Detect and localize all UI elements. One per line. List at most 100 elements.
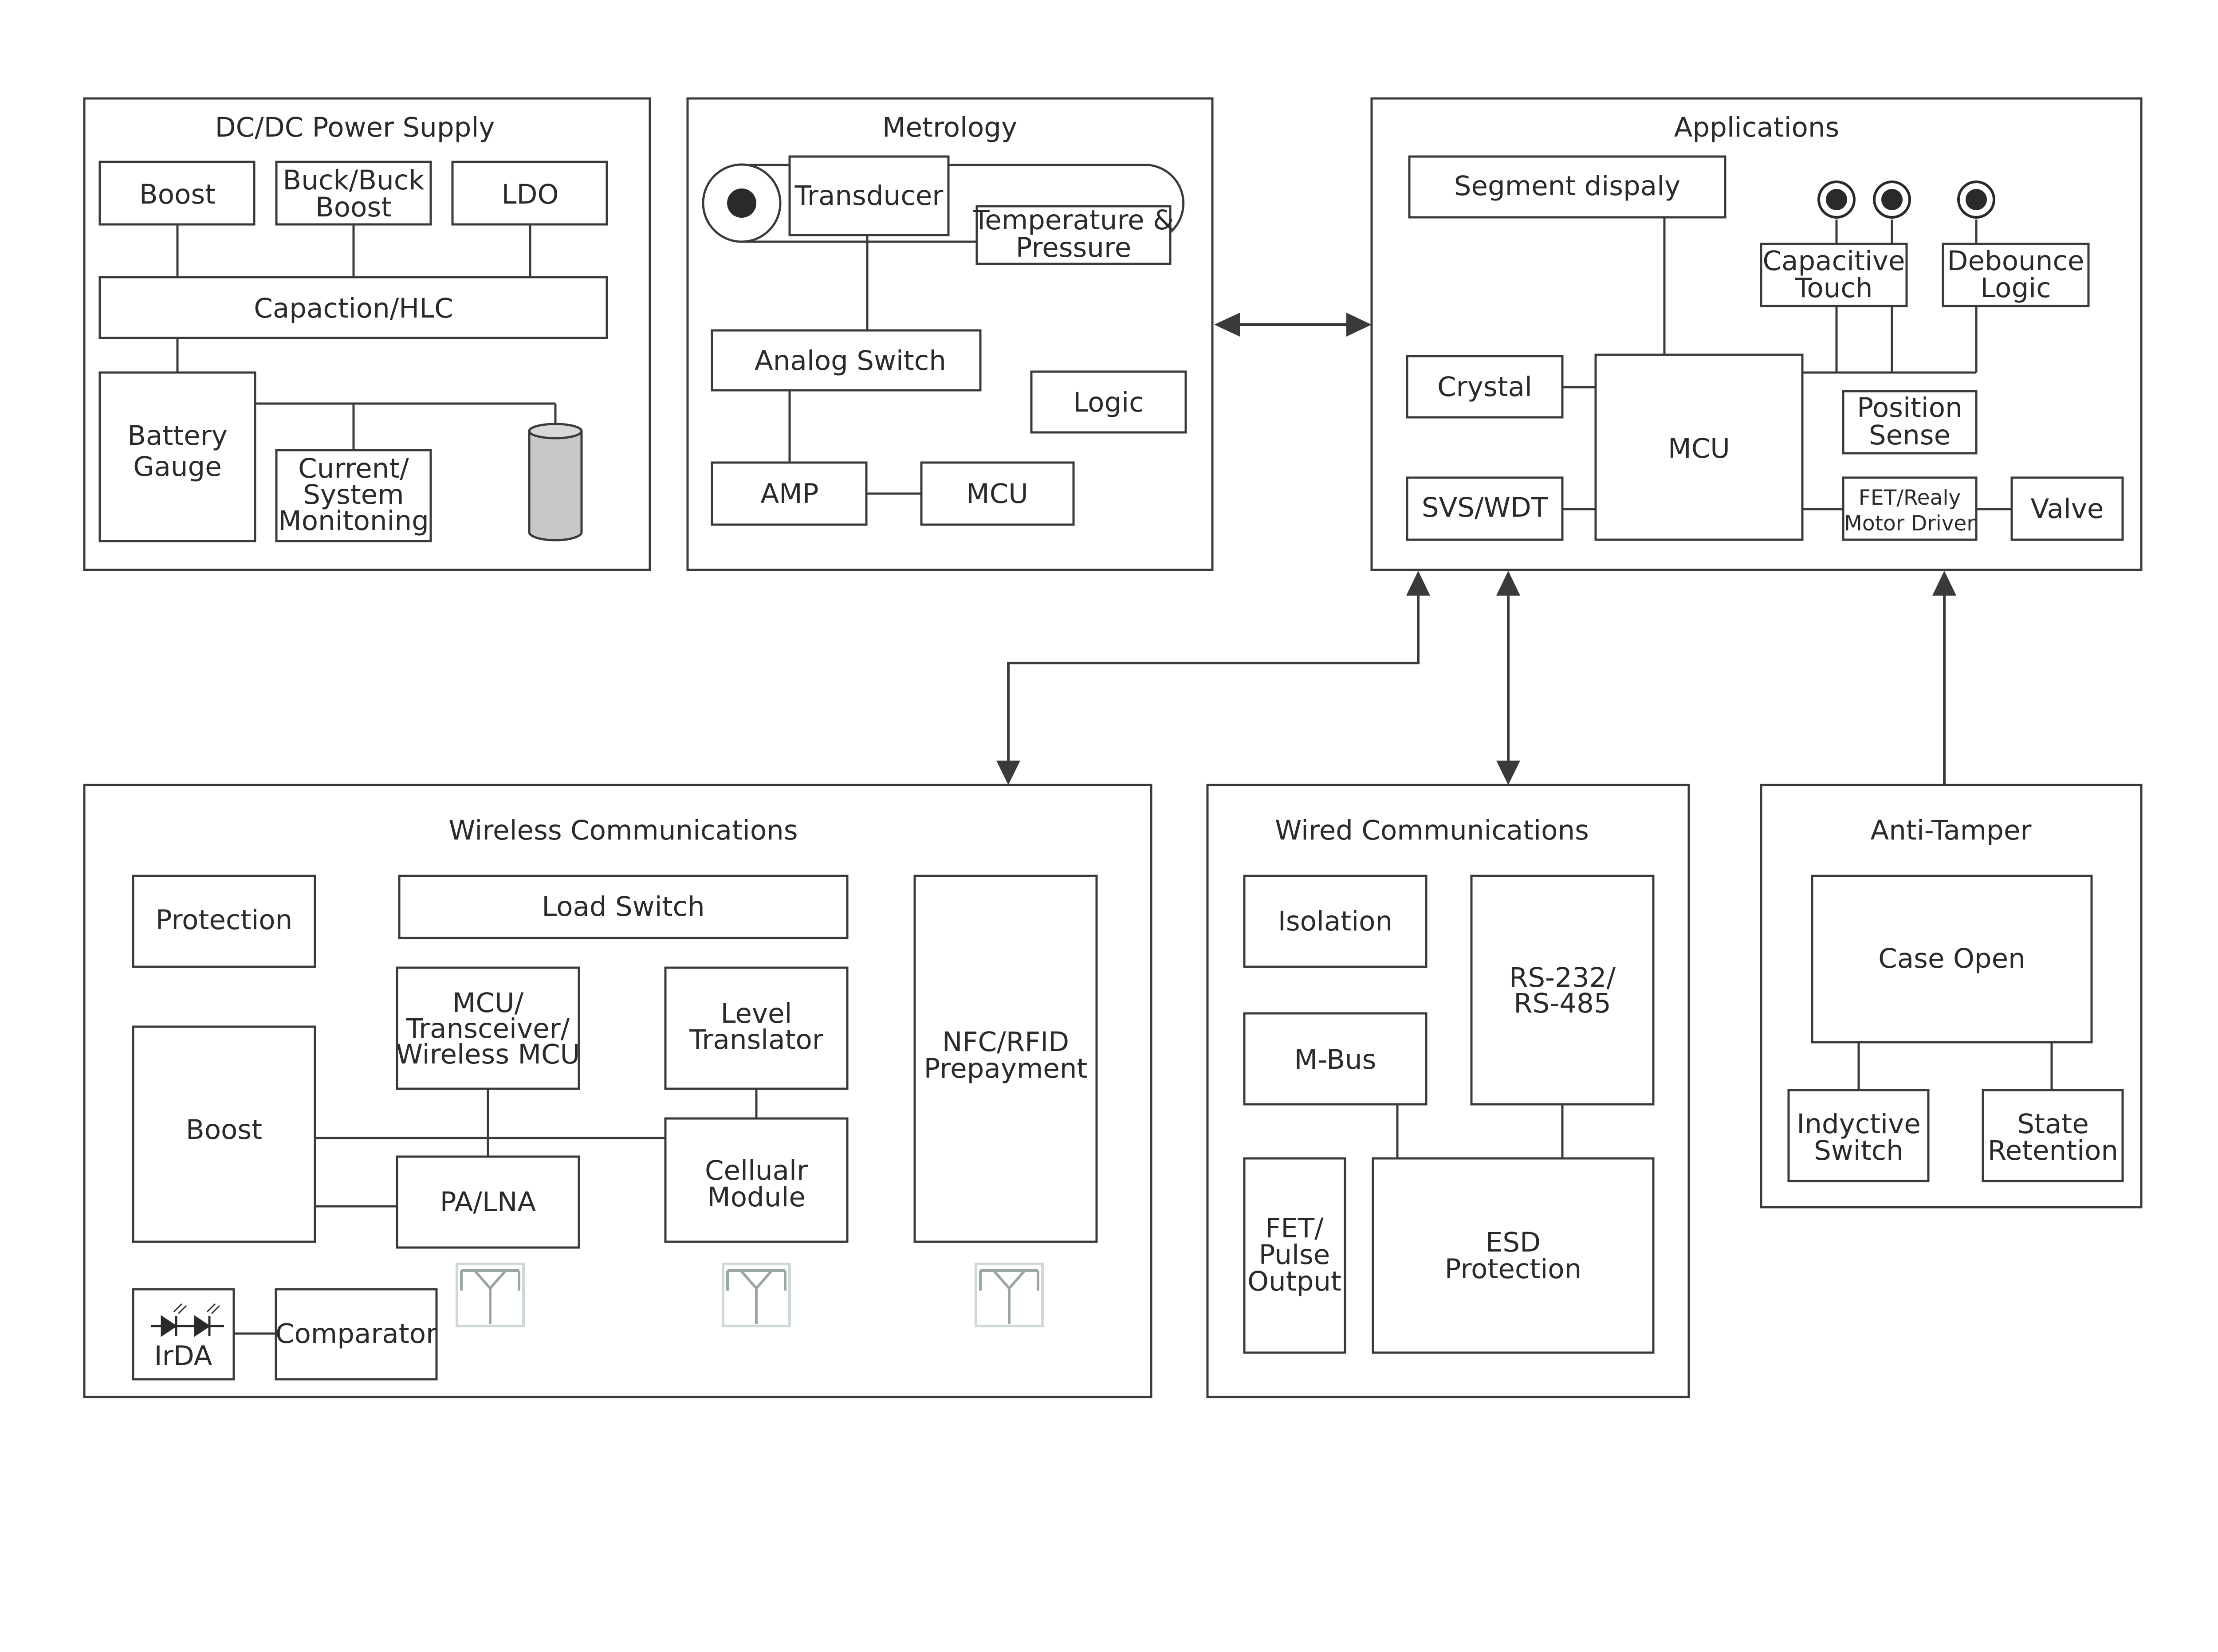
svg-text:Capaction/HLC: Capaction/HLC <box>254 293 453 324</box>
svg-text:Boost: Boost <box>186 1114 262 1146</box>
panel-title: Wired Communications <box>1275 815 1589 846</box>
svg-text:Transducer: Transducer <box>794 180 944 212</box>
battery-icon <box>528 423 583 542</box>
connector-applications-wired <box>1496 571 1520 785</box>
block-inductive-switch: Indyctive Switch <box>1787 1089 1930 1182</box>
block-nfc-rfid-prepayment: NFC/RFID Prepayment <box>913 875 1098 1243</box>
block-capaction-hlc: Capaction/HLC <box>98 276 608 339</box>
svg-text:Protection: Protection <box>1445 1253 1582 1285</box>
svg-text:Retention: Retention <box>1988 1135 2118 1166</box>
block-current-system-monitoring: Current/ System Monitoning <box>275 449 432 542</box>
svg-text:Translator: Translator <box>689 1024 824 1056</box>
block-temperature-pressure: Temperature & Pressure <box>972 204 1174 265</box>
svg-text:Cellualr: Cellualr <box>705 1155 808 1186</box>
svg-text:MCU: MCU <box>1668 433 1730 464</box>
block-ldo: LDO <box>451 161 608 226</box>
svg-text:Module: Module <box>707 1181 806 1213</box>
block-pa-lna: PA/LNA <box>396 1155 580 1249</box>
svg-text:Segment dispaly: Segment dispaly <box>1454 170 1681 202</box>
svg-text:Indyctive: Indyctive <box>1797 1108 1921 1140</box>
svg-text:Wireless MCU: Wireless MCU <box>396 1039 580 1070</box>
block-svs-wdt: SVS/WDT <box>1406 476 1564 541</box>
svg-text:Capacitive: Capacitive <box>1762 245 1905 277</box>
svg-text:AMP: AMP <box>760 478 818 510</box>
panel-title: Anti-Tamper <box>1871 815 2032 846</box>
touch-button-icon <box>1873 181 1911 219</box>
svg-text:Isolation: Isolation <box>1278 906 1392 937</box>
block-boost: Boost <box>98 161 256 226</box>
block-battery-gauge: Battery Gauge <box>98 371 256 542</box>
antenna-icon <box>975 1263 1044 1327</box>
svg-text:NFC/RFID: NFC/RFID <box>942 1026 1069 1058</box>
block-analog-switch: Analog Switch <box>711 329 982 392</box>
block-rs232-rs485: RS-232/ RS-485 <box>1470 875 1655 1106</box>
panel-anti-tamper: Anti-Tamper Case Open Indyctive Switch S… <box>1760 784 2143 1209</box>
svg-text:Sense: Sense <box>1869 420 1951 451</box>
panel-title: Metrology <box>882 112 1017 143</box>
svg-text:Logic: Logic <box>1980 272 2051 304</box>
block-mcu-transceiver-wireless-mcu: MCU/ Transceiver/ Wireless MCU <box>396 966 580 1090</box>
svg-text:Motor Driver: Motor Driver <box>1844 511 1975 536</box>
svg-text:Position: Position <box>1857 392 1962 424</box>
led-icon <box>151 1303 189 1337</box>
led-icon <box>189 1303 224 1337</box>
svg-text:FET/Realy: FET/Realy <box>1859 486 1961 510</box>
connector-applications-wireless <box>996 571 1430 785</box>
block-mcu-applications: MCU <box>1594 353 1804 541</box>
panel-title: Wireless Communications <box>448 815 798 846</box>
flow-sensor-icon <box>702 163 782 243</box>
block-transducer: Transducer <box>788 155 950 236</box>
svg-text:MCU/: MCU/ <box>452 987 524 1019</box>
wire <box>1857 1042 2053 1090</box>
touch-button-icon <box>1957 181 1995 219</box>
svg-text:Current/: Current/ <box>298 453 409 484</box>
svg-text:State: State <box>2017 1108 2088 1140</box>
svg-text:Boost: Boost <box>139 179 216 210</box>
svg-text:Debounce: Debounce <box>1947 245 2084 277</box>
block-debounce-logic: Debounce Logic <box>1942 243 2090 307</box>
svg-text:Output: Output <box>1247 1266 1341 1297</box>
block-comparator: Comparator <box>275 1288 438 1381</box>
block-valve: Valve <box>2010 476 2124 541</box>
svg-text:Gauge: Gauge <box>133 451 222 483</box>
svg-text:Case Open: Case Open <box>1878 943 2025 974</box>
panel-wireless-communications: Wireless Communications Protection Load … <box>83 784 1152 1398</box>
panel-title: Applications <box>1674 112 1840 143</box>
wire <box>255 402 557 450</box>
antenna-icon <box>722 1263 791 1327</box>
svg-text:Load Switch: Load Switch <box>542 891 704 922</box>
panel-dcdc-power-supply: DC/DC Power Supply Boost Buck/Buck Boost… <box>83 97 651 571</box>
antenna-icon <box>456 1263 525 1327</box>
svg-text:Boost: Boost <box>315 192 392 223</box>
block-amp: AMP <box>711 461 868 526</box>
wire <box>176 224 531 277</box>
svg-text:Protection: Protection <box>156 904 293 936</box>
svg-text:IrDA: IrDA <box>154 1340 212 1372</box>
svg-text:M-Bus: M-Bus <box>1294 1044 1376 1075</box>
block-position-sense: Position Sense <box>1842 390 1978 455</box>
svg-text:Comparator: Comparator <box>275 1318 437 1350</box>
svg-text:Prepayment: Prepayment <box>924 1053 1088 1084</box>
svg-text:Pulse: Pulse <box>1259 1239 1330 1271</box>
wire <box>1802 306 1978 374</box>
svg-text:Switch: Switch <box>1814 1135 1903 1166</box>
svg-text:System: System <box>303 479 404 510</box>
panel-metrology: Metrology Transducer Temperature & Press… <box>686 97 1214 571</box>
block-fet-relay-motor-driver: FET/Realy Motor Driver <box>1842 476 1978 541</box>
block-buck-boost: Buck/Buck Boost <box>275 161 432 226</box>
svg-text:Logic: Logic <box>1073 387 1144 418</box>
wire <box>1835 220 1978 244</box>
svg-text:MCU: MCU <box>966 478 1028 510</box>
block-boost-wireless: Boost <box>132 1025 316 1243</box>
svg-text:FET/: FET/ <box>1265 1213 1324 1244</box>
svg-text:Pressure: Pressure <box>1016 232 1131 263</box>
panel-applications: Applications Segment dispaly Capacitive … <box>1370 97 2143 571</box>
block-crystal: Crystal <box>1406 355 1564 419</box>
block-case-open: Case Open <box>1811 875 2093 1044</box>
svg-text:Monitoning: Monitoning <box>278 505 429 537</box>
block-isolation: Isolation <box>1243 875 1428 968</box>
svg-text:RS-232/: RS-232/ <box>1509 962 1616 993</box>
block-state-retention: State Retention <box>1982 1089 2124 1182</box>
